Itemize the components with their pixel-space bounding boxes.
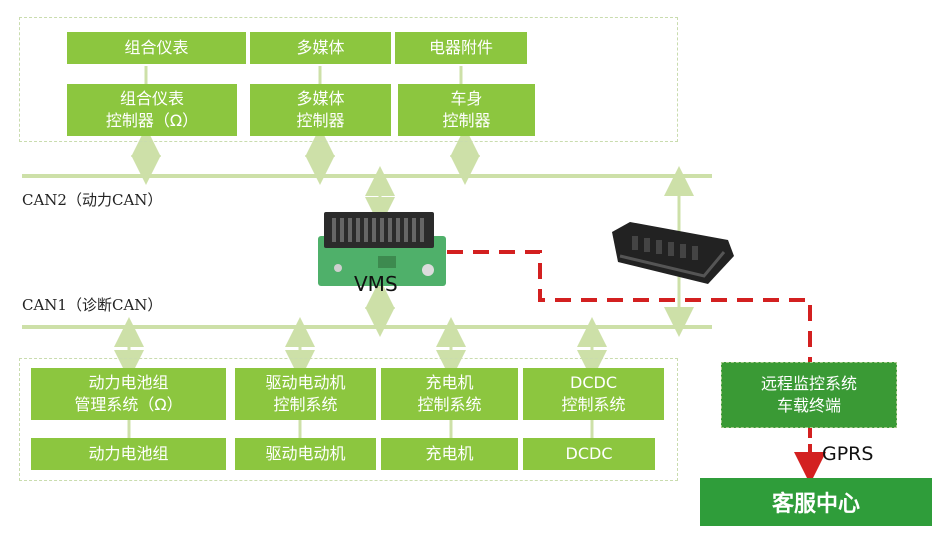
top-domain-frame (19, 17, 678, 142)
vms-board-icon (318, 212, 446, 286)
bottom-controller-motor: 驱动电动机 控制系统 (235, 368, 376, 420)
top-box-instrument: 组合仪表 (67, 32, 246, 64)
top-controller-body: 车身 控制器 (398, 84, 535, 136)
remote-terminal-box: 远程监控系统 车载终端 (721, 362, 897, 428)
can2-label: CAN2（动力CAN） (22, 191, 163, 209)
obd-connector-icon (612, 222, 734, 284)
bottom-controller-dcdc: DCDC 控制系统 (523, 368, 664, 420)
bottom-box-charger: 充电机 (381, 438, 518, 470)
top-box-multimedia: 多媒体 (250, 32, 391, 64)
top-controller-instrument: 组合仪表 控制器（Ω） (67, 84, 237, 136)
can1-bus-line (22, 325, 712, 329)
remote-link-dashed (447, 250, 812, 362)
top-controller-multimedia: 多媒体 控制器 (250, 84, 391, 136)
bottom-controller-charger: 充电机 控制系统 (381, 368, 518, 420)
can2-bus-line (22, 174, 712, 178)
service-center-box: 客服中心 (700, 478, 932, 526)
bottom-controller-battery: 动力电池组 管理系统（Ω） (31, 368, 226, 420)
vms-label: VMS (354, 272, 398, 296)
can1-label: CAN1（诊断CAN） (22, 296, 163, 314)
top-box-electrical: 电器附件 (395, 32, 527, 64)
bottom-box-motor: 驱动电动机 (235, 438, 376, 470)
bottom-box-dcdc: DCDC (523, 438, 655, 470)
gprs-label: GPRS (822, 443, 874, 465)
bottom-domain-frame (19, 358, 678, 481)
bottom-box-battery: 动力电池组 (31, 438, 226, 470)
